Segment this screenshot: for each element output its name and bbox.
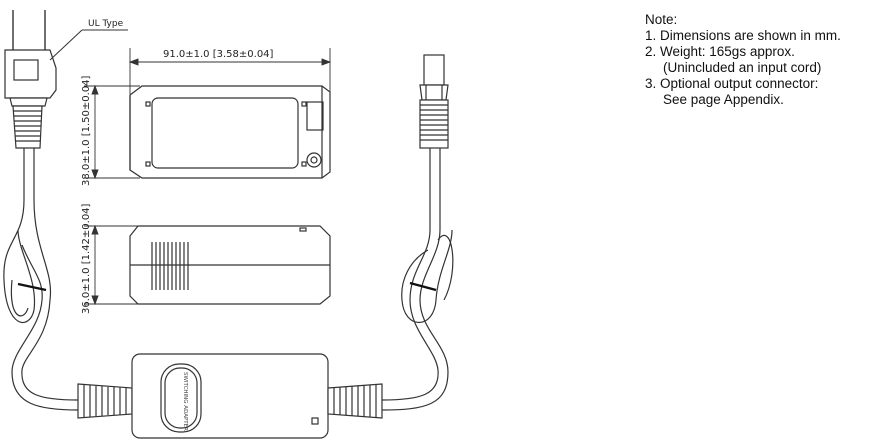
notes-panel: Note: 1. Dimensions are shown in mm. 2. … [645, 12, 841, 108]
note-item: 2. Weight: 165gs approx. [645, 44, 795, 59]
note-item: (Unincluded an input cord) [663, 60, 822, 75]
adapter-body-top [129, 85, 331, 179]
output-strain-relief [327, 383, 383, 419]
width-dimension [84, 84, 140, 180]
input-strain-relief [77, 383, 133, 419]
adapter-body-front [131, 353, 329, 439]
ul-plug [4, 10, 128, 149]
plug-type-label: UL Type [88, 19, 124, 29]
body-label: SWITCHING ADAPTER [182, 372, 188, 431]
notes-heading: Note: [645, 12, 678, 27]
note-item: 1. Dimensions are shown in mm. [645, 28, 841, 43]
note-item: 3. Optional output connector: [645, 76, 819, 91]
height-dimension [84, 224, 138, 306]
input-cord [3, 148, 79, 411]
height-dimension-label: 36.0±1.0 [1.42±0.04] [81, 203, 92, 314]
width-dimension-label: 38.0±1.0 [1.50±0.04] [81, 75, 92, 186]
adapter-body-side [129, 225, 331, 305]
dc-connector [419, 54, 449, 149]
note-item: See page Appendix. [663, 92, 784, 107]
length-dimension-label: 91.0±1.0 [3.58±0.04] [163, 49, 274, 60]
output-cord [381, 148, 454, 411]
